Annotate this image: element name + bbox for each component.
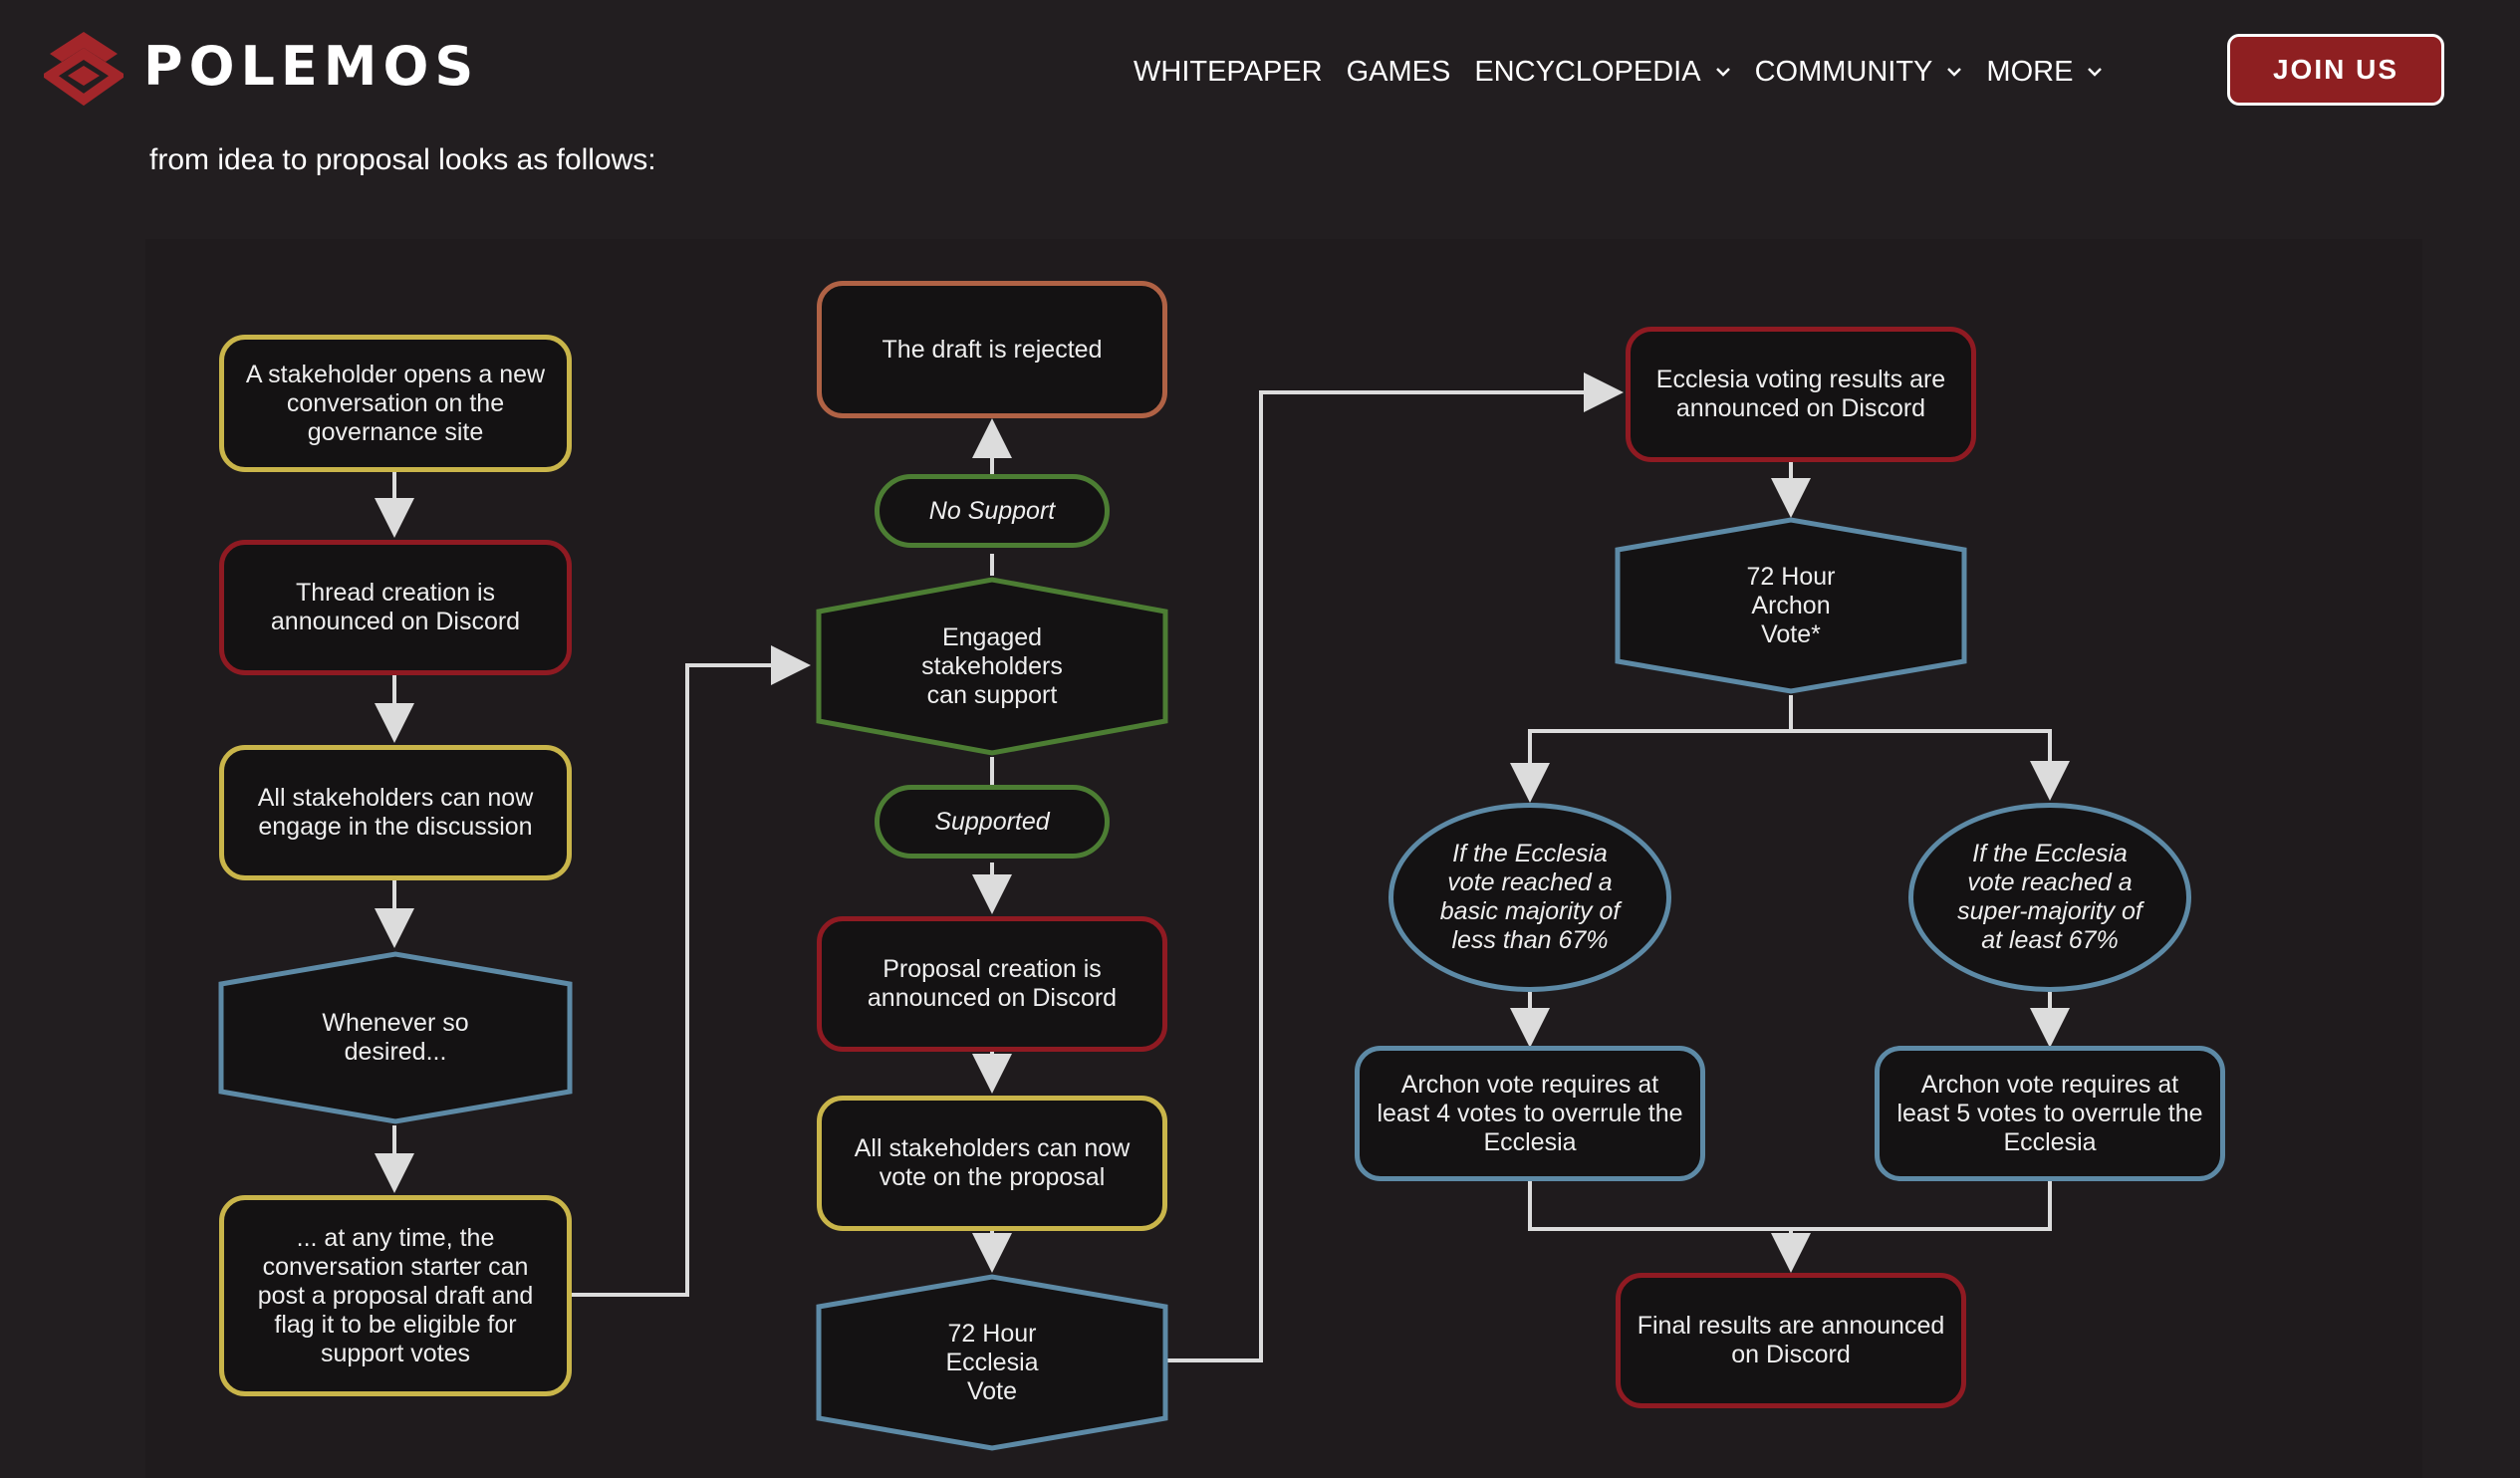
nav-whitepaper[interactable]: WHITEPAPER <box>1134 56 1323 89</box>
join-us-button[interactable]: JOIN US <box>2227 34 2444 106</box>
nav-games[interactable]: GAMES <box>1347 56 1451 89</box>
condition-super-majority: If the Ecclesia vote reached a super-maj… <box>1908 803 2191 992</box>
brand-name: POLEMOS <box>143 34 480 98</box>
step-whenever-desired: Whenever so desired... <box>217 950 574 1125</box>
polemos-logo[interactable]: POLEMOS <box>44 26 479 106</box>
step-vote-proposal: All stakeholders can now vote on the pro… <box>817 1096 1167 1231</box>
step-draft-rejected: The draft is rejected <box>817 281 1167 418</box>
step-thread-announced: Thread creation is announced on Discord <box>219 540 572 675</box>
main-nav: WHITEPAPER GAMES ENCYCLOPEDIA COMMUNITY … <box>1134 40 2127 104</box>
step-proposal-announced: Proposal creation is announced on Discor… <box>817 916 1167 1052</box>
nav-label: ENCYCLOPEDIA <box>1474 55 1701 88</box>
nav-label: COMMUNITY <box>1754 55 1933 88</box>
step-archon-vote: 72 Hour Archon Vote* <box>1614 516 1968 695</box>
condition-basic-majority: If the Ecclesia vote reached a basic maj… <box>1388 803 1671 992</box>
step-text: 72 Hour Archon Vote* <box>1746 562 1836 648</box>
polemos-logo-icon <box>44 32 124 106</box>
step-open-conversation: A stakeholder opens a new conversation o… <box>219 335 572 472</box>
chevron-down-icon <box>1715 68 1730 77</box>
nav-label: MORE <box>1986 55 2074 88</box>
step-text: 72 Hour Ecclesia Vote <box>945 1319 1039 1405</box>
intro-text: from idea to proposal looks as follows: <box>149 143 656 176</box>
nav-community[interactable]: COMMUNITY <box>1755 56 1963 89</box>
nav-label: WHITEPAPER <box>1134 55 1323 88</box>
step-archon-4-votes: Archon vote requires at least 4 votes to… <box>1355 1046 1705 1181</box>
nav-encyclopedia[interactable]: ENCYCLOPEDIA <box>1474 56 1730 89</box>
label-no-support: No Support <box>875 474 1110 548</box>
step-post-draft: ... at any time, the conversation starte… <box>219 1195 572 1396</box>
step-engaged-support: Engaged stakeholders can support <box>815 576 1169 757</box>
label-supported: Supported <box>875 785 1110 859</box>
nav-label: GAMES <box>1346 55 1451 88</box>
step-final-results: Final results are announced on Discord <box>1616 1273 1966 1408</box>
step-text: Whenever so desired... <box>322 1009 469 1066</box>
step-ecclesia-vote: 72 Hour Ecclesia Vote <box>815 1273 1169 1452</box>
step-engage-discussion: All stakeholders can now engage in the d… <box>219 745 572 880</box>
chevron-down-icon <box>1947 68 1962 77</box>
step-ecclesia-results: Ecclesia voting results are announced on… <box>1626 327 1976 462</box>
step-archon-5-votes: Archon vote requires at least 5 votes to… <box>1875 1046 2225 1181</box>
nav-more[interactable]: MORE <box>1986 56 2103 89</box>
chevron-down-icon <box>2088 68 2103 77</box>
step-text: Engaged stakeholders can support <box>921 622 1063 709</box>
